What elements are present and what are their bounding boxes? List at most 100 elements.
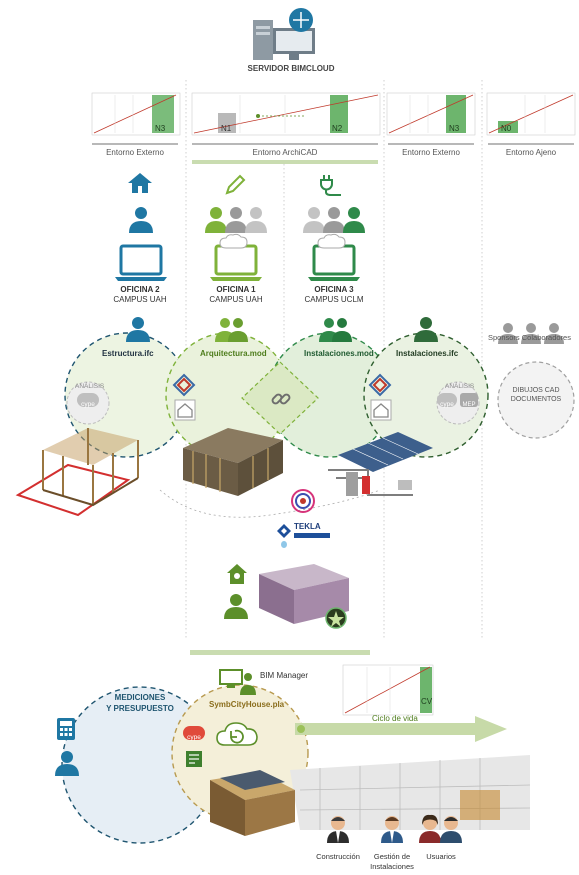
document-icon xyxy=(186,751,202,767)
model-instalaciones-mod-label: Instalaciones.mod xyxy=(304,349,374,358)
bottom-circles xyxy=(61,684,309,844)
laptop-icon-office2 xyxy=(115,244,167,281)
role-gestion-line1: Gestión de xyxy=(373,852,411,861)
person-group-office3 xyxy=(303,207,365,233)
archicad-bottom-bar xyxy=(190,650,370,655)
cype-badge-left: cype xyxy=(77,393,99,408)
ifc-logo-icon-left xyxy=(172,373,196,397)
laptop-icon-office1 xyxy=(210,233,262,281)
person-group-arquitectura xyxy=(215,318,248,342)
laptop-icon-office3 xyxy=(308,233,360,281)
env-foreign: Entorno Ajeno xyxy=(505,148,557,157)
house-person-icon xyxy=(227,564,247,584)
tekla-logo-icon xyxy=(291,489,315,513)
model-circles xyxy=(64,332,575,458)
link-icon xyxy=(271,393,291,405)
env-bar-archicad-green xyxy=(192,160,378,164)
refresh-cloud-icon xyxy=(216,722,258,746)
mep-badge: MEP xyxy=(460,393,478,408)
mediciones-line2: Y PRESUPUESTO xyxy=(106,704,174,713)
level-charts: N3 N1 N2 N3 N0 xyxy=(91,92,576,136)
model-connectors xyxy=(159,489,381,518)
level-chart-3-tag: N3 xyxy=(449,124,460,133)
office3-line1: OFICINA 3 xyxy=(314,285,354,294)
office2-line1: OFICINA 2 xyxy=(120,285,160,294)
cype-badge-right-text: cype xyxy=(440,401,454,408)
avatar-construccion xyxy=(327,816,349,843)
office1-line1: OFICINA 1 xyxy=(216,285,256,294)
level-chart-3: N3 xyxy=(386,92,476,136)
cype-badge-bottom-text: cype xyxy=(187,734,201,741)
person-icon-mediciones xyxy=(55,751,79,776)
person-group-instalaciones xyxy=(319,318,352,342)
person-icon-tekla xyxy=(224,594,248,619)
lifecycle-arrow xyxy=(295,716,507,742)
person-group-office1 xyxy=(205,207,267,233)
server-label: SERVIDOR BIMCLOUD xyxy=(247,64,335,73)
level-chart-2-tag2: N2 xyxy=(332,124,343,133)
model-arquitectura-label: Arquitectura.mod xyxy=(200,349,267,358)
avatar-gestion xyxy=(381,816,403,843)
analysis-left-label: ANÁLISIS xyxy=(75,383,105,390)
archicad-house-icon-right xyxy=(370,399,392,421)
tekla-subbar xyxy=(294,533,330,538)
plug-icon xyxy=(320,175,341,196)
tekla-badge: TEKLA xyxy=(276,522,332,540)
level-chart-1-tag: N3 xyxy=(155,124,166,133)
cloud-icon xyxy=(219,233,248,249)
model-instalaciones-ifc-label: Instalaciones.ifc xyxy=(396,349,459,358)
cype-badge-bottom: cype xyxy=(183,726,205,741)
pencil-icon xyxy=(225,174,246,195)
bim-manager-label: BIM Manager xyxy=(260,671,309,680)
cype-badge-right: cype xyxy=(437,393,457,408)
office1-line2: CAMPUS UAH xyxy=(209,295,263,304)
ifc-logo-icon-right xyxy=(368,373,392,397)
sponsors-line1: DIBUJOS CAD xyxy=(512,387,560,394)
env-external-left: Entorno Externo xyxy=(106,148,164,157)
structure-model-render xyxy=(15,428,139,517)
cv-chart-tag: CV xyxy=(421,697,433,706)
tekla-label: TEKLA xyxy=(294,522,321,531)
env-archicad: Entorno ArchiCAD xyxy=(252,148,318,157)
lifecycle-label: Ciclo de vida xyxy=(372,714,418,723)
tekla-building-render xyxy=(259,564,349,629)
avatar-usuarios xyxy=(419,814,462,843)
person-icon-estructura xyxy=(126,317,150,342)
archicad-house-icon-left xyxy=(174,399,196,421)
house-icon xyxy=(128,173,152,193)
mediciones-line1: MEDICIONES xyxy=(114,693,166,702)
env-bar-left xyxy=(92,143,178,145)
level-chart-4: N0 xyxy=(486,92,576,136)
level-chart-4-tag: N0 xyxy=(501,124,512,133)
mep-badge-text: MEP xyxy=(462,402,476,408)
calculator-icon xyxy=(57,718,75,740)
tekla-emblem-icon xyxy=(277,524,291,538)
level-chart-2: N1 N2 xyxy=(191,92,381,136)
lifecycle-building-render xyxy=(210,755,531,836)
sponsors-line2: DOCUMENTOS xyxy=(510,396,562,403)
mep-model-render xyxy=(328,432,433,496)
level-chart-1: N3 xyxy=(91,92,181,136)
sponsors-title: Sponsors Colaboradores xyxy=(488,333,571,342)
env-bar-right xyxy=(388,143,474,145)
level-chart-2-tag: N1 xyxy=(221,124,232,133)
file-label: SymbCityHouse.pla xyxy=(209,700,285,709)
person-icon-office2 xyxy=(129,207,153,233)
env-external-right: Entorno Externo xyxy=(402,148,460,157)
tekla-drop xyxy=(281,541,287,548)
person-icon-instalaciones-ifc xyxy=(414,317,438,342)
cv-chart: CV xyxy=(342,664,434,716)
bim-manager-icon xyxy=(219,669,256,695)
person-group-sponsors xyxy=(498,323,564,344)
analysis-right-label: ANÁLISIS xyxy=(445,383,475,390)
office2-line2: CAMPUS UAH xyxy=(113,295,167,304)
model-estructura-label: Estructura.ifc xyxy=(102,349,154,358)
office3-line2: CAMPUS UCLM xyxy=(304,295,364,304)
server-icon xyxy=(253,8,315,60)
role-gestion-line2: Instalaciones xyxy=(370,862,414,871)
refresh-icon xyxy=(230,729,244,744)
env-bar-archicad xyxy=(192,143,378,145)
cype-badge-left-text: cype xyxy=(81,401,95,408)
role-construccion: Construcción xyxy=(316,852,360,861)
server-block: SERVIDOR BIMCLOUD xyxy=(245,2,335,77)
